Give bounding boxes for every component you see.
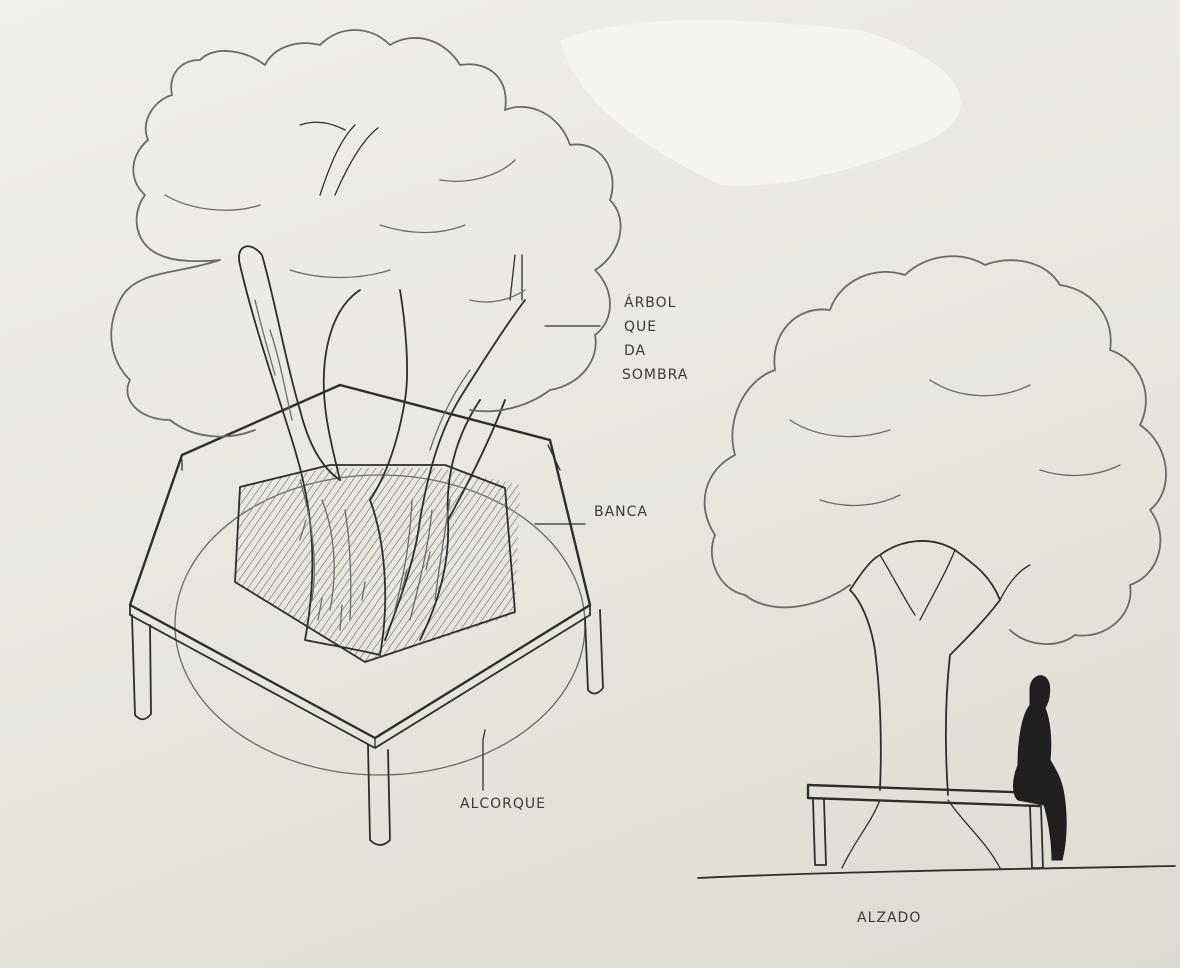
upper-branch — [300, 122, 378, 195]
left-canopy-outline — [111, 30, 620, 437]
ground-line — [698, 866, 1175, 878]
right-canopy-outline — [705, 256, 1166, 644]
perspective-view — [111, 30, 620, 845]
pit-leader-line — [483, 730, 485, 790]
elevation-bench — [808, 785, 1043, 868]
elevation-label: ALZADO — [857, 911, 921, 925]
right-branches — [880, 550, 1030, 620]
tree-label-line2: QUE — [624, 320, 657, 334]
right-trunk — [850, 541, 1000, 795]
alcorque-pit — [175, 468, 585, 775]
tree-label-line4: SOMBRA — [622, 368, 688, 382]
pit-label: ALCORQUE — [460, 797, 546, 811]
canopy-inner-lines — [165, 160, 525, 302]
tree-label-line3: DA — [624, 344, 646, 358]
right-roots — [842, 800, 1000, 868]
seated-person-silhouette — [1014, 676, 1067, 860]
paper-glare — [560, 20, 961, 186]
elevation-view — [698, 256, 1175, 878]
bench-label: BANCA — [594, 505, 648, 519]
tree-label-line1: ÁRBOL — [624, 296, 676, 310]
right-canopy-inner-lines — [790, 380, 1120, 505]
